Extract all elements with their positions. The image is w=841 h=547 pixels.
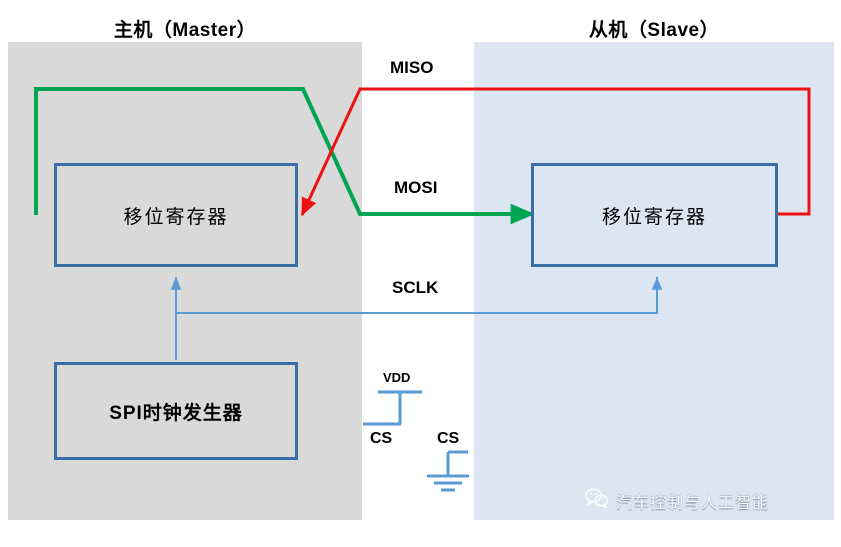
slave-panel-title: 从机（Slave） [588, 20, 720, 41]
miso-signal-label: MISO [390, 58, 434, 77]
cs-master-label: CS [370, 430, 393, 447]
wechat-icon [585, 488, 609, 513]
spi-clock-generator-block[interactable]: SPI时钟发生器 [54, 362, 298, 460]
cs-slave-label: CS [437, 430, 460, 447]
vdd-label: VDD [383, 370, 411, 385]
master-shift-register-label: 移位寄存器 [123, 206, 229, 228]
slave-panel [474, 42, 834, 520]
slave-shift-register-block[interactable]: 移位寄存器 [531, 163, 778, 267]
watermark: 汽车控制与人工智能 [585, 488, 769, 513]
master-panel-title: 主机（Master） [113, 20, 257, 41]
vdd-cs-symbol [363, 390, 422, 426]
watermark-text: 汽车控制与人工智能 [616, 494, 770, 512]
spi-clock-generator-label: SPI时钟发生器 [109, 402, 243, 424]
slave-shift-register-label: 移位寄存器 [601, 206, 707, 228]
ground-symbol [427, 450, 469, 492]
sclk-signal-label: SCLK [392, 278, 439, 297]
mosi-signal-label: MOSI [394, 178, 438, 197]
master-shift-register-block[interactable]: 移位寄存器 [54, 163, 298, 267]
